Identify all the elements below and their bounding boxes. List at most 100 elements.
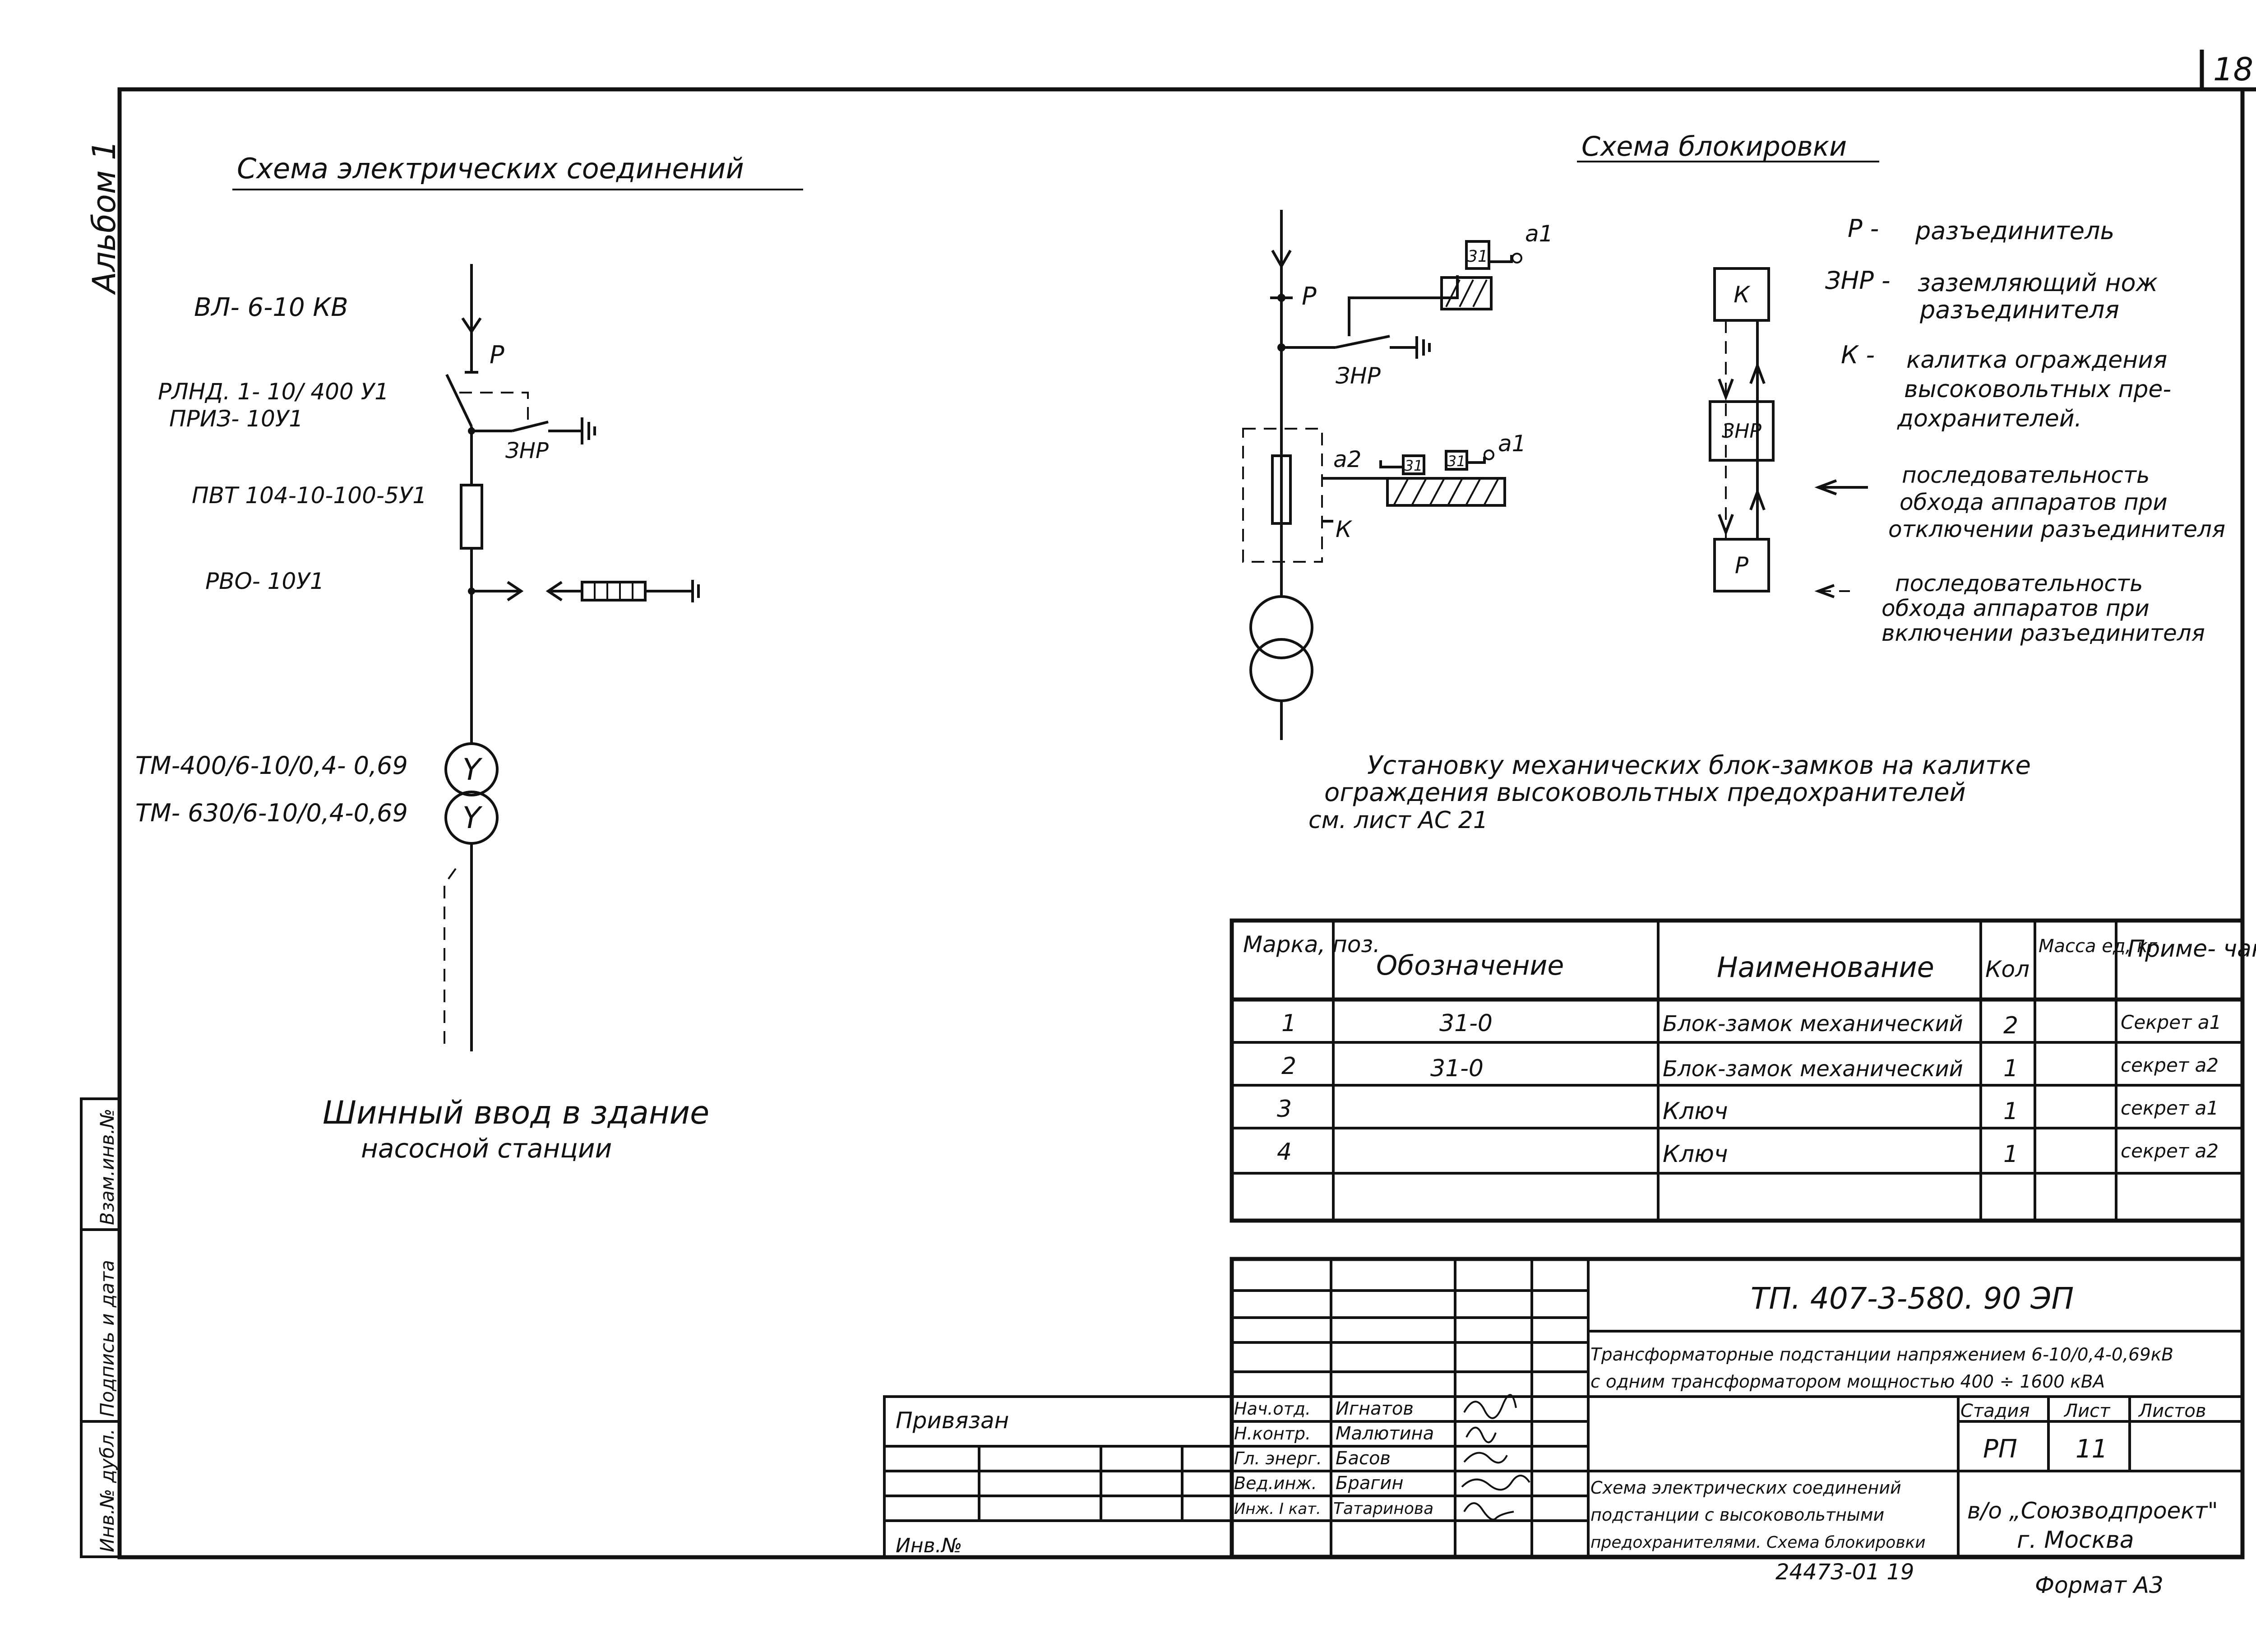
note-1: Установку механических блок-замков на ка…	[1367, 751, 2031, 780]
disconnector-blade	[445, 374, 473, 427]
seq-on-1: последовательность	[1895, 570, 2143, 597]
stamp-title-2: подстанции с высоковольтными	[1590, 1505, 1884, 1525]
svg-text:К -: К -	[1841, 341, 1875, 369]
stamp-code: ТП. 407-3-580. 90 ЭП	[1751, 1281, 2074, 1316]
person-ignatov: Игнатов	[1336, 1398, 1414, 1419]
svg-text:Ключ: Ключ	[1663, 1098, 1728, 1125]
earthing-knife	[512, 421, 549, 432]
fuse	[460, 484, 483, 550]
row1-name: Блок-замок механический	[1663, 1011, 1963, 1037]
label-a2: а2	[1333, 446, 1361, 472]
svg-text:ЗНР -: ЗНР -	[1825, 266, 1890, 295]
svg-text:31-0: 31-0	[1430, 1055, 1484, 1082]
left-title: Схема электрических соединений	[237, 152, 744, 185]
format-label: Формат А3	[2035, 1572, 2164, 1598]
stamp-desc-1: Трансформаторные подстанции напряжением …	[1590, 1345, 2173, 1365]
spec-table: Марка, поз. Обозначение Наименование Кол…	[1230, 918, 2256, 1223]
signature-4	[1461, 1475, 1530, 1491]
svg-text:Гл. энерг.: Гл. энерг.	[1234, 1448, 1322, 1468]
svg-text:Инж. I кат.: Инж. I кат.	[1234, 1500, 1321, 1518]
stage-header: Стадия	[1960, 1401, 2029, 1421]
row2-name: Блок-замок механический	[1663, 1056, 1963, 1082]
electrical-scheme: Схема электрических соединений ВЛ- 6-10 …	[135, 152, 803, 1164]
y-symbol-2: Y	[462, 801, 483, 835]
label-priz: ПРИЗ- 10У1	[169, 406, 303, 432]
label-rlnd: РЛНД. 1- 10/ 400 У1	[158, 379, 389, 405]
stamp-desc-2: с одним трансформатором мощностью 400 ÷ …	[1590, 1372, 2105, 1392]
svg-text:1: 1	[1281, 1010, 1296, 1037]
th-mass: Масса ед, кг	[2039, 936, 2158, 957]
label-tm630: ТМ- 630/6-10/0,4-0,69	[135, 799, 408, 827]
right-title: Схема блокировки	[1581, 131, 1847, 162]
svg-text:секрет а1: секрет а1	[2121, 1097, 2219, 1119]
box-k	[1713, 267, 1770, 322]
label-znr-left: ЗНР	[505, 438, 549, 463]
org-name: в/о „Союзводпроект"	[1967, 1498, 2218, 1524]
label-pvt: ПВТ 104-10-100-5У1	[192, 482, 427, 509]
margin-inv-dubl: Инв.№ дубл.	[96, 1429, 118, 1552]
lock-a2-gate	[1402, 454, 1425, 475]
svg-text:2: 2	[1281, 1053, 1296, 1080]
svg-text:2: 2	[2003, 1012, 2018, 1039]
stage-value: РП	[1983, 1435, 2017, 1464]
transformer-right-1	[1249, 595, 1313, 659]
transformer-right-2	[1249, 638, 1313, 702]
lock-znr-base	[1440, 276, 1493, 310]
svg-text:К: К	[1734, 282, 1751, 308]
note-2: ограждения высоковольтных предохранителе…	[1324, 778, 1966, 807]
mechanical-link	[459, 392, 529, 426]
svg-text:31-0: 31-0	[1439, 1010, 1493, 1037]
svg-text:Ключ: Ключ	[1663, 1141, 1728, 1168]
org-city: г. Москва	[2017, 1527, 2134, 1554]
gate-lock-base	[1386, 477, 1506, 507]
seq-off-1: последовательность	[1902, 462, 2150, 488]
svg-text:1: 1	[2003, 1098, 2018, 1125]
legend-k-text-1: калитка ограждения	[1906, 347, 2167, 374]
person-bragin: Брагин	[1336, 1473, 1404, 1494]
sheets-header: Листов	[2138, 1401, 2206, 1421]
svg-text:1: 1	[2003, 1055, 2018, 1082]
page-number: 18	[2213, 51, 2253, 88]
seq-off-3: отключении разъединителя	[1888, 516, 2225, 542]
svg-text:Нач.отд.: Нач.отд.	[1234, 1399, 1311, 1419]
sheet-header: Лист	[2063, 1401, 2111, 1421]
th-qty: Кол	[1985, 956, 2029, 982]
y-symbol-1: Y	[462, 752, 483, 787]
note-3: см. лист АС 21	[1308, 807, 1488, 834]
fuse-right	[1271, 454, 1292, 525]
lock-a1-znr	[1465, 240, 1490, 270]
svg-text:ЗНР: ЗНР	[1722, 420, 1761, 443]
person-basov: Басов	[1336, 1448, 1391, 1469]
th-note: Приме- чание	[2127, 935, 2256, 963]
legend-znr-text-2: разъединителя	[1919, 296, 2119, 324]
incoming-arrow	[461, 317, 482, 334]
svg-text:секрет а2: секрет а2	[2121, 1140, 2219, 1162]
person-malyutina: Малютина	[1336, 1423, 1434, 1444]
busbar-dashed	[444, 868, 457, 1051]
svg-text:3: 3	[1277, 1096, 1292, 1123]
surge-arrester	[581, 581, 647, 602]
label-p-left: Р	[490, 341, 504, 369]
label-vl: ВЛ- 6-10 КВ	[194, 293, 348, 322]
svg-text:Секрет а1: Секрет а1	[2121, 1011, 2221, 1033]
stamp-title-1: Схема электрических соединений	[1590, 1478, 1901, 1498]
fuse-enclosure	[1242, 428, 1323, 563]
seq-on-3: включении разъединителя	[1882, 620, 2205, 646]
legend: Р - разъединитель ЗНР - заземляющий нож …	[1825, 214, 2171, 432]
svg-text:Р: Р	[1735, 552, 1749, 578]
junction-dot	[468, 427, 475, 435]
seq-off-2: обхода аппаратов при	[1900, 489, 2168, 515]
box-znr	[1709, 400, 1775, 462]
svg-text:31: 31	[1405, 457, 1423, 474]
transformer-winding-1	[444, 742, 499, 796]
title-block: Привязан Инв.№ Нач.отд. Игнатов Н.контр.…	[883, 1257, 2245, 1559]
label-a1-gate: а1	[1498, 430, 1526, 457]
svg-text:Н.контр.: Н.контр.	[1234, 1424, 1311, 1444]
blocking-scheme: Схема блокировки Р 31 а1 ЗНР а2 К	[1242, 131, 2225, 834]
th-designation: Обозначение	[1376, 950, 1564, 981]
margin-vzam-inv: Взам.инв.№	[96, 1109, 118, 1225]
bus-caption-2: насосной станции	[361, 1133, 612, 1164]
signature-1	[1463, 1394, 1517, 1419]
svg-text:Вед.инж.: Вед.инж.	[1234, 1473, 1317, 1493]
